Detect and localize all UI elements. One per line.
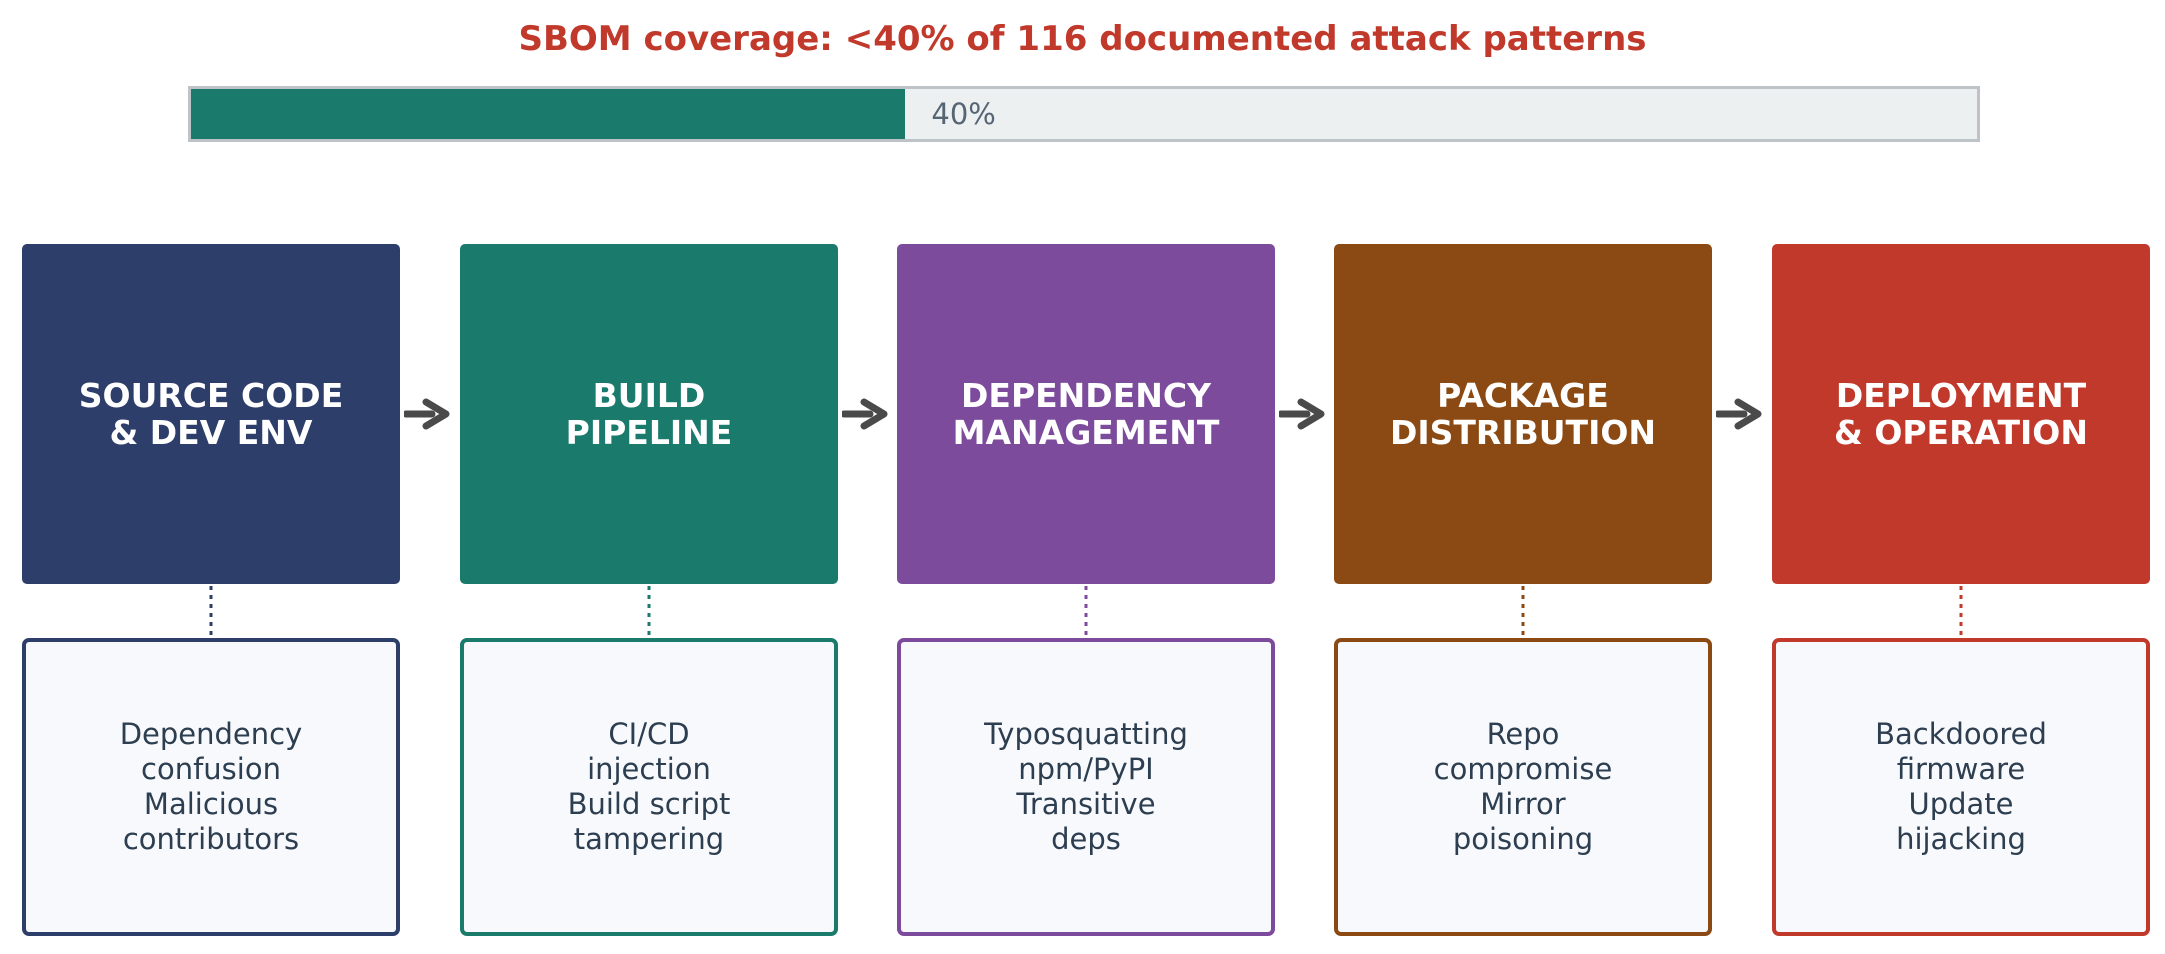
dotted-connector: [1084, 586, 1088, 638]
diagram-title: SBOM coverage: <40% of 116 documented at…: [518, 19, 1647, 59]
stage-title: DEPLOYMENT & OPERATION: [1834, 376, 2088, 452]
attack-box-deployment-operation: Backdoored firmware Update hijacking: [1772, 638, 2150, 936]
stage-title: BUILD PIPELINE: [565, 376, 733, 452]
attack-list: Typosquatting npm/PyPI Transitive deps: [984, 717, 1188, 856]
attack-box-build-pipeline: CI/CD injection Build script tampering: [460, 638, 838, 936]
attack-box-package-distribution: Repo compromise Mirror poisoning: [1334, 638, 1712, 936]
attack-box-source-code: Dependency confusion Malicious contribut…: [22, 638, 400, 936]
attack-list: Backdoored firmware Update hijacking: [1875, 717, 2047, 856]
coverage-progress-fill: [191, 89, 906, 139]
stage-title: DEPENDENCY MANAGEMENT: [952, 376, 1220, 452]
right-arrow-icon: [1279, 398, 1325, 430]
attack-list: CI/CD injection Build script tampering: [567, 717, 731, 856]
attack-list: Dependency confusion Malicious contribut…: [119, 717, 303, 856]
coverage-progress-bar: 40%: [188, 86, 1980, 142]
stage-build-pipeline: BUILD PIPELINE: [460, 244, 838, 584]
stage-source-code: SOURCE CODE & DEV ENV: [22, 244, 400, 584]
stage-package-distribution: PACKAGE DISTRIBUTION: [1334, 244, 1712, 584]
stage-title: PACKAGE DISTRIBUTION: [1389, 376, 1657, 452]
attack-box-dependency-management: Typosquatting npm/PyPI Transitive deps: [897, 638, 1275, 936]
coverage-progress-label: 40%: [931, 97, 996, 131]
dotted-connector: [209, 586, 213, 638]
stage-dependency-management: DEPENDENCY MANAGEMENT: [897, 244, 1275, 584]
attack-list: Repo compromise Mirror poisoning: [1433, 717, 1613, 856]
dotted-connector: [1959, 586, 1963, 638]
dotted-connector: [1521, 586, 1525, 638]
stage-deployment-operation: DEPLOYMENT & OPERATION: [1772, 244, 2150, 584]
right-arrow-icon: [842, 398, 888, 430]
right-arrow-icon: [1716, 398, 1762, 430]
stage-title: SOURCE CODE & DEV ENV: [78, 376, 344, 452]
right-arrow-icon: [404, 398, 450, 430]
dotted-connector: [647, 586, 651, 638]
